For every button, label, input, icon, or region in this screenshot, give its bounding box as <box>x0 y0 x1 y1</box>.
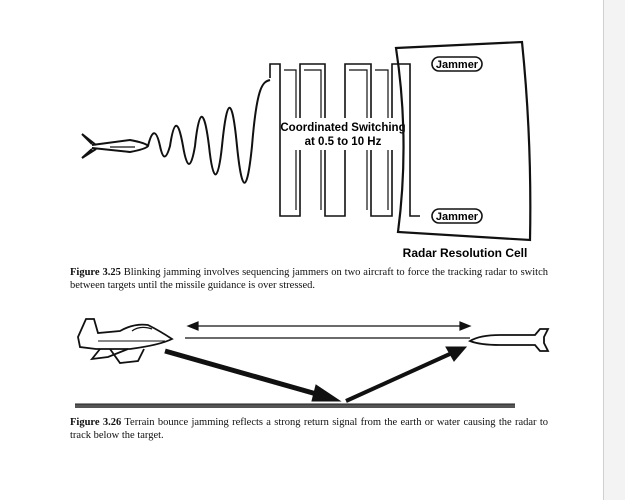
figure-3-25-caption-text: Blinking jamming involves sequencing jam… <box>70 267 548 291</box>
figure-3-26-caption: Figure 3.26 Terrain bounce jamming refle… <box>70 416 548 442</box>
radar-resolution-cell-box <box>394 40 532 242</box>
direct-path-arrow <box>185 321 472 339</box>
jammer-bottom-label: Jammer <box>436 211 479 223</box>
switching-label-bg <box>282 118 404 150</box>
figure-3-25-diagram: Coordinated Switching at 0.5 to 10 Hz Ja… <box>81 40 532 260</box>
missile-right-icon <box>467 328 550 352</box>
radar-cell-label: Radar Resolution Cell <box>403 246 528 260</box>
figure-3-25-caption: Figure 3.25 Blinking jamming involves se… <box>70 266 548 292</box>
jammer-bottom-badge <box>431 208 483 224</box>
jammer-top-badge <box>431 56 483 72</box>
missile-icon <box>81 133 150 159</box>
radar-wave <box>147 79 271 184</box>
figure-3-25-number: Figure 3.25 <box>70 267 121 278</box>
page-edge <box>603 0 604 500</box>
switching-label-line2: at 0.5 to 10 Hz <box>305 136 382 148</box>
figure-3-26-caption-text: Terrain bounce jamming reflects a strong… <box>70 417 549 441</box>
switching-square-wave-inner <box>284 69 389 210</box>
ground-surface <box>75 404 515 408</box>
aircraft-icon <box>77 318 174 364</box>
terrain-bounce-arrows <box>164 346 468 403</box>
figure-3-26-number: Figure 3.26 <box>70 417 122 428</box>
page-margin-shade <box>604 0 625 500</box>
figure-3-26-diagram <box>75 318 550 408</box>
switching-label-line1: Coordinated Switching <box>280 122 405 134</box>
jammer-top-label: Jammer <box>436 59 479 71</box>
